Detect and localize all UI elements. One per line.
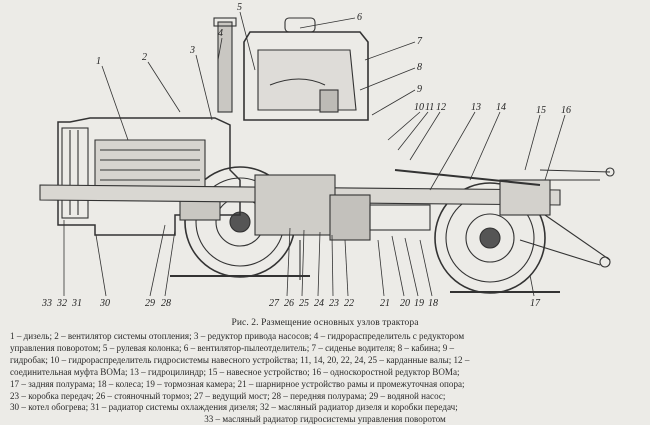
callout-9: 9 bbox=[417, 84, 422, 95]
callout-27: 27 bbox=[269, 298, 280, 309]
callout-19: 19 bbox=[414, 298, 424, 309]
callout-21: 21 bbox=[380, 298, 390, 309]
callout-17: 17 bbox=[530, 298, 541, 309]
legend-line: 17 – задняя полурама; 18 – колеса; 19 – … bbox=[10, 378, 465, 389]
legend-line: гидробак; 10 – гидрораспределитель гидро… bbox=[10, 354, 470, 365]
frame bbox=[39, 174, 561, 280]
callout-3: 3 bbox=[189, 45, 195, 56]
callout-12: 12 bbox=[436, 102, 446, 113]
callout-25: 25 bbox=[299, 298, 309, 309]
callout-31: 31 bbox=[71, 298, 82, 309]
callout-1: 1 bbox=[96, 56, 101, 67]
callout-16: 16 bbox=[561, 105, 571, 116]
callout-23: 23 bbox=[329, 298, 339, 309]
legend-line: 1 – дизель; 2 – вентилятор системы отопл… bbox=[10, 331, 465, 341]
callout-13: 13 bbox=[471, 102, 481, 113]
callout-15: 15 bbox=[536, 105, 546, 116]
callout-6: 6 bbox=[357, 12, 362, 23]
callout-14: 14 bbox=[496, 102, 506, 113]
callout-2: 2 bbox=[142, 52, 147, 63]
callout-20: 20 bbox=[400, 298, 410, 309]
legend-line: соединительная муфта ВОМа; 13 – гидроцил… bbox=[10, 366, 460, 377]
exhaust-pipe bbox=[213, 17, 237, 113]
callout-32: 32 bbox=[56, 298, 67, 309]
callout-5: 5 bbox=[237, 2, 242, 13]
callout-28: 28 bbox=[161, 298, 171, 309]
legend-last-line: 33 – масляный радиатор гидросистемы упра… bbox=[204, 414, 446, 424]
callout-7: 7 bbox=[417, 36, 423, 47]
callout-30: 30 bbox=[99, 298, 110, 309]
figure-legend: 1 – дизель; 2 – вентилятор системы отопл… bbox=[10, 331, 642, 414]
rear-hitch bbox=[394, 167, 615, 268]
legend-line: управления поворотом; 5 – рулевая колонк… bbox=[10, 342, 455, 353]
legend-line: 23 – коробка передач; 26 – стояночный то… bbox=[10, 390, 446, 401]
figure-caption-title: Рис. 2. Размещение основных узлов тракто… bbox=[231, 318, 419, 328]
leader-lines bbox=[63, 11, 566, 297]
engine-hood bbox=[57, 117, 241, 236]
callout-24: 24 bbox=[314, 298, 324, 309]
cab bbox=[243, 17, 369, 121]
tractor-drawing bbox=[39, 11, 615, 297]
callout-11: 11 bbox=[425, 102, 434, 113]
callout-labels: 1 2 3 4 5 6 7 8 9 10 11 12 13 14 15 16 1… bbox=[41, 2, 571, 309]
callout-22: 22 bbox=[344, 298, 354, 309]
callout-10: 10 bbox=[414, 102, 424, 113]
legend-line: 30 – котел обогрева; 31 – радиатор систе… bbox=[10, 402, 458, 413]
callout-4: 4 bbox=[218, 28, 223, 39]
callout-33: 33 bbox=[41, 298, 52, 309]
callout-29: 29 bbox=[145, 298, 155, 309]
tractor-layout-figure: 1 2 3 4 5 6 7 8 9 10 11 12 13 14 15 16 1… bbox=[39, 2, 615, 309]
callout-18: 18 bbox=[428, 298, 438, 309]
callout-26: 26 bbox=[284, 298, 294, 309]
callout-8: 8 bbox=[417, 62, 422, 73]
